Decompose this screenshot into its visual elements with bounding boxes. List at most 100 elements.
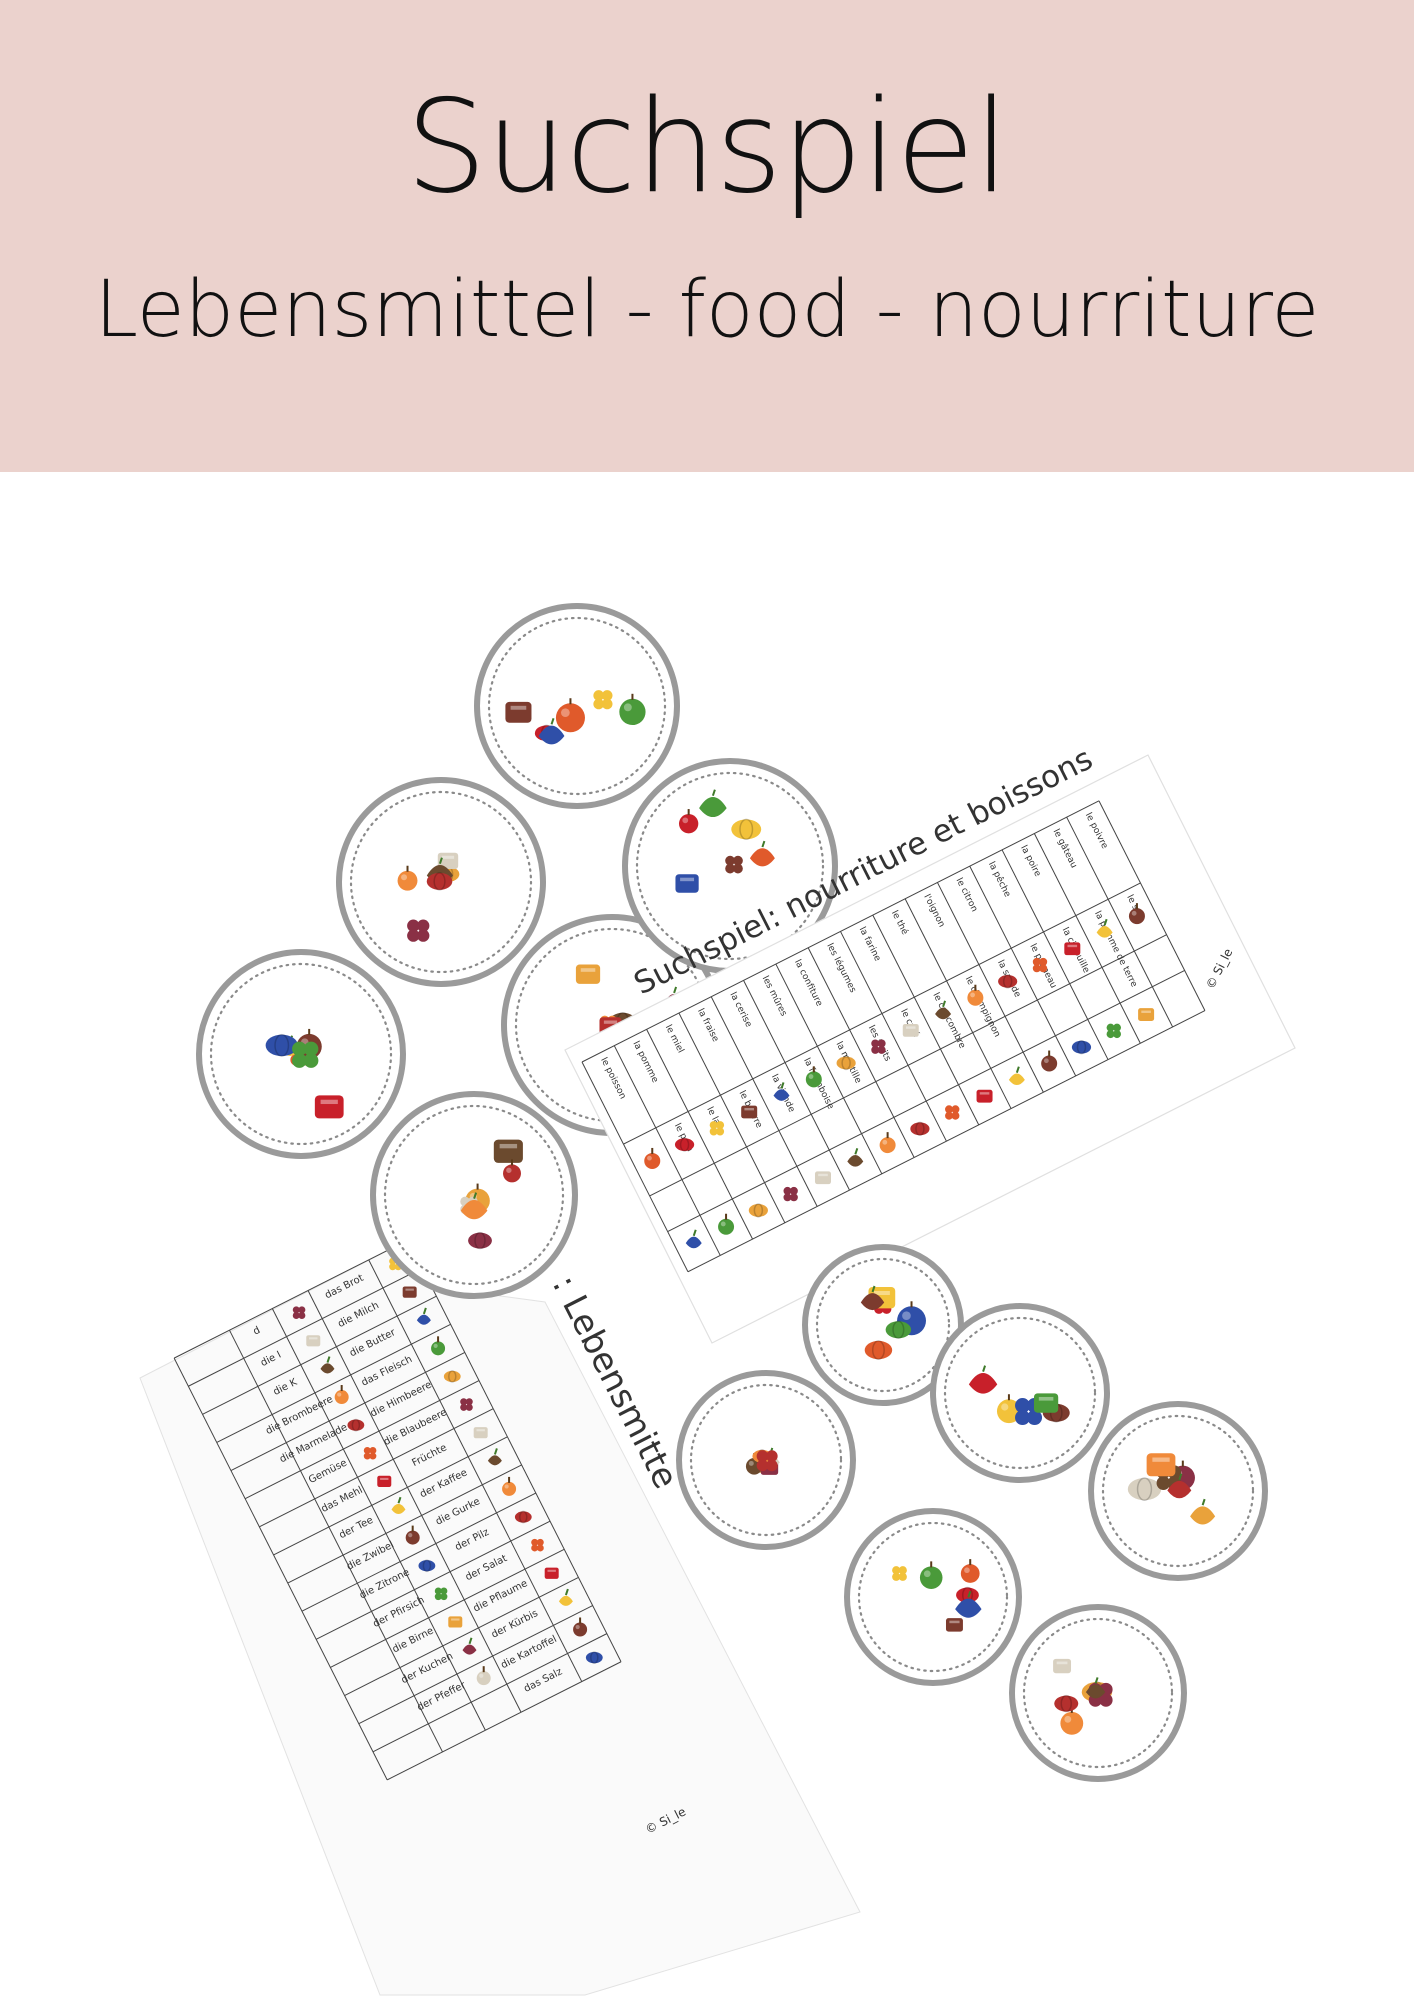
food-icon (864, 1340, 893, 1360)
german-word-label: d (252, 1325, 263, 1338)
food-icon (892, 1566, 907, 1581)
food-icon (910, 1121, 930, 1136)
circle-card (844, 1508, 1022, 1686)
food-icon (836, 1055, 856, 1071)
circle-card (802, 1244, 964, 1406)
food-icon (1015, 1398, 1043, 1426)
food-icon (434, 1587, 448, 1601)
header-banner (0, 0, 1414, 472)
food-icon (935, 1000, 952, 1020)
food-icon (1054, 1694, 1079, 1713)
food-icon (871, 1039, 886, 1054)
food-icon (748, 1203, 768, 1218)
food-icon (531, 1538, 544, 1552)
food-icon (292, 1306, 306, 1319)
food-icon (619, 693, 646, 726)
food-icon (699, 789, 727, 818)
food-icon (1127, 1477, 1162, 1501)
food-icon (377, 1475, 392, 1487)
food-icon (573, 1617, 588, 1637)
food-icon (1146, 1453, 1176, 1477)
food-icon (1167, 1473, 1192, 1499)
food-icon (756, 1450, 778, 1472)
food-icon (955, 1590, 982, 1618)
food-icon (334, 1385, 349, 1405)
food-icon (462, 1637, 477, 1655)
food-icon (731, 818, 762, 841)
food-icon (585, 1651, 603, 1664)
food-icon (292, 1041, 319, 1068)
page-subtitle: Lebensmittel - food - nourriture (94, 265, 1320, 355)
food-icon (391, 1496, 406, 1515)
food-icon (1071, 1040, 1092, 1055)
food-icon (397, 865, 418, 891)
food-icon (555, 698, 585, 733)
circle-card (474, 603, 680, 809)
food-icon (347, 1418, 365, 1432)
food-icon (783, 1186, 798, 1202)
food-icon (885, 1320, 912, 1340)
food-icon (1190, 1498, 1216, 1525)
food-icon (773, 1082, 790, 1101)
food-icon (431, 1336, 446, 1356)
food-icon (902, 1023, 919, 1037)
food-icon (919, 1561, 943, 1589)
food-icon (538, 718, 565, 745)
food-icon (503, 1159, 521, 1183)
food-icon (544, 1567, 559, 1579)
food-icon (1085, 1677, 1106, 1699)
food-icon (945, 1618, 963, 1632)
food-icon (473, 1427, 488, 1439)
food-icon (879, 1132, 896, 1154)
food-icon (1008, 1066, 1025, 1086)
food-icon (265, 1033, 298, 1057)
circle-card (930, 1303, 1110, 1483)
food-icon (960, 1559, 980, 1583)
circle-card (1009, 1604, 1187, 1782)
food-icon (558, 1588, 573, 1606)
food-icon (644, 1147, 661, 1169)
food-icon (437, 852, 459, 870)
food-icon (860, 1285, 885, 1311)
food-icon (968, 1365, 998, 1394)
food-icon (1096, 918, 1113, 938)
food-icon (487, 1448, 502, 1466)
food-icon (749, 840, 775, 867)
circle-card (1088, 1401, 1268, 1581)
food-icon (1041, 1050, 1058, 1072)
food-icon (418, 1559, 436, 1573)
food-icon (314, 1095, 344, 1119)
food-icon (460, 1192, 488, 1220)
food-icon (416, 1307, 431, 1325)
circle-card (336, 777, 546, 987)
food-icon (593, 690, 613, 710)
food-icon (996, 1394, 1021, 1424)
food-icon (847, 1147, 864, 1167)
food-icon (320, 1356, 335, 1374)
food-icon (493, 1139, 523, 1163)
page-title: Suchspiel (405, 73, 1010, 222)
food-icon (675, 874, 699, 893)
food-icon (306, 1335, 321, 1347)
food-icon (502, 1476, 517, 1496)
food-icon (1053, 1658, 1072, 1674)
food-icon (998, 974, 1018, 989)
food-icon (1138, 1008, 1155, 1021)
food-icon (514, 1510, 532, 1524)
food-icon (1032, 957, 1048, 973)
food-icon (443, 1370, 461, 1383)
food-icon (678, 809, 699, 834)
food-icon (967, 984, 984, 1006)
food-icon (407, 919, 430, 942)
circle-card (196, 949, 406, 1159)
food-icon (725, 855, 743, 874)
circle-cards-front (676, 1244, 1268, 1782)
food-icon (945, 1105, 960, 1120)
circle-card (370, 1091, 578, 1299)
food-icon (448, 1616, 463, 1628)
food-icon (814, 1171, 831, 1185)
food-icon (426, 872, 453, 891)
food-icon (402, 1286, 417, 1298)
